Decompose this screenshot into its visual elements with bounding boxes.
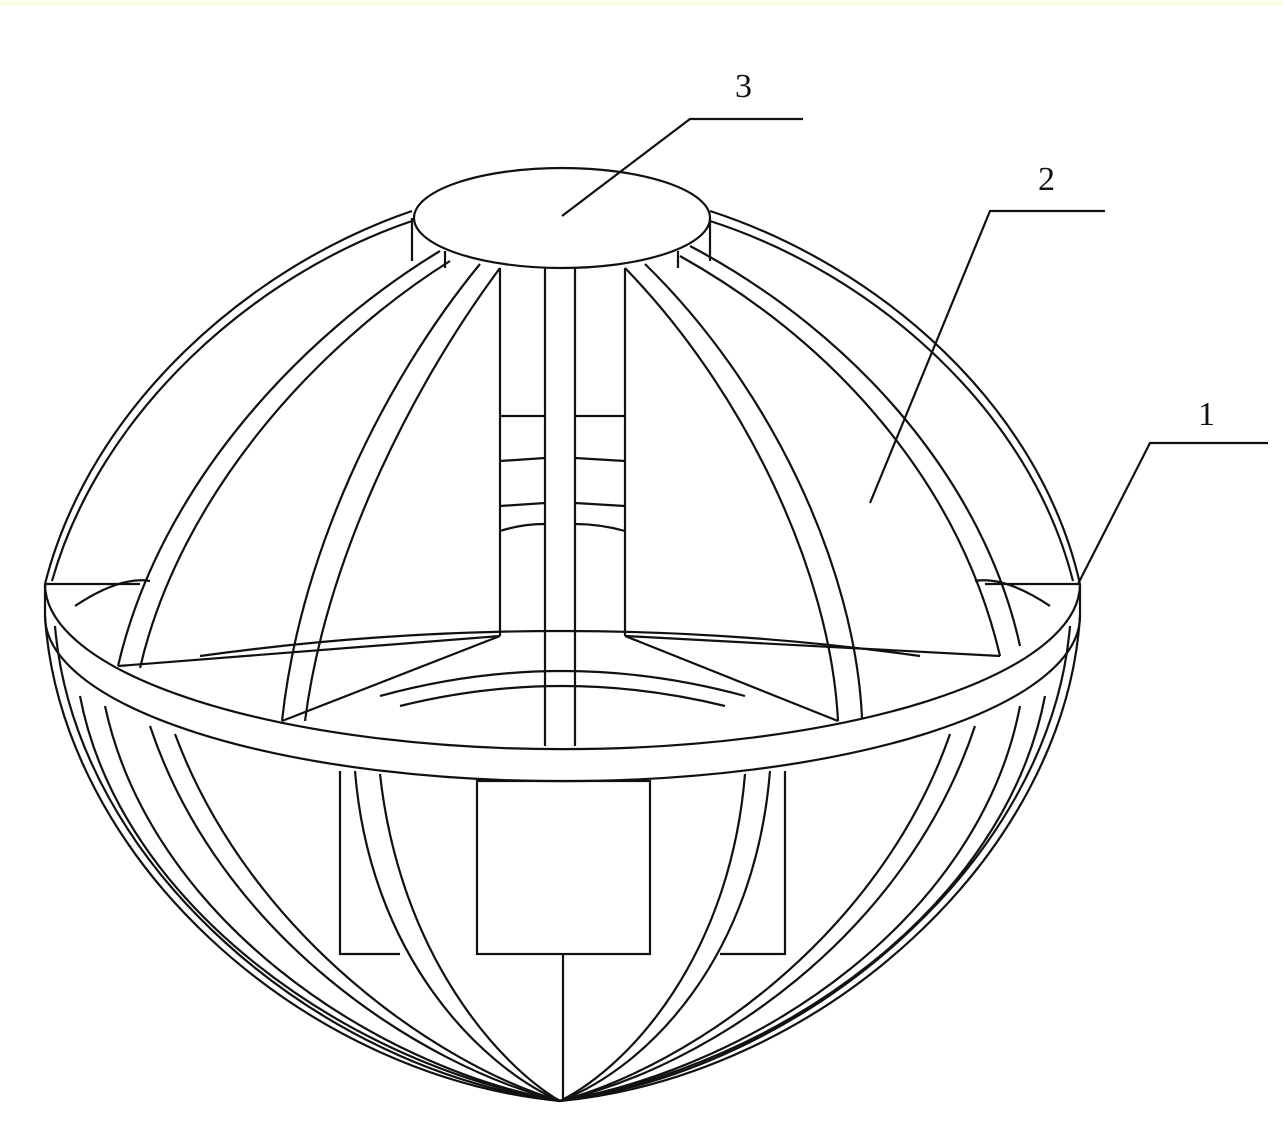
inner-floor — [45, 584, 1080, 721]
leader-lines — [562, 119, 1268, 584]
top-cap — [412, 168, 710, 268]
leader-line-3 — [562, 119, 803, 216]
label-2: 2 — [1038, 161, 1055, 199]
leader-line-1 — [1078, 443, 1268, 584]
label-1: 1 — [1198, 396, 1215, 434]
central-shaft — [500, 268, 625, 746]
leader-line-2 — [870, 211, 1105, 503]
spherical-cage-drawing — [0, 6, 1283, 1137]
label-3: 3 — [735, 68, 752, 106]
equator-ring — [45, 580, 1080, 781]
